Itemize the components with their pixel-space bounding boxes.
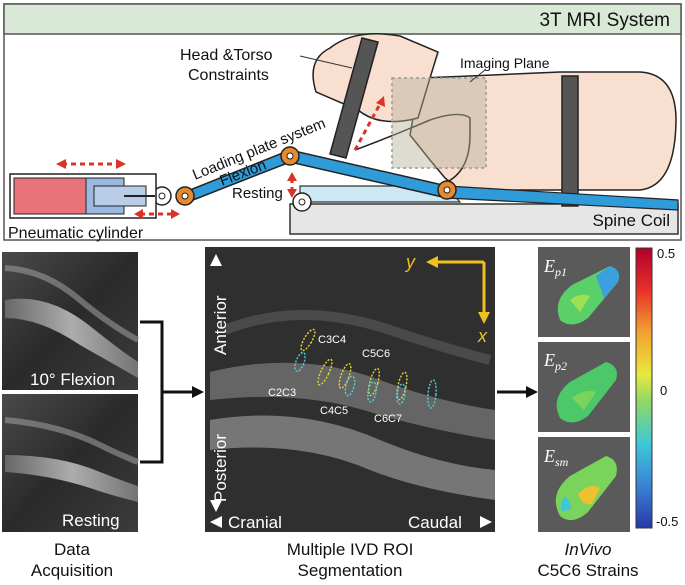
posterior-label: Posterior [211, 434, 230, 502]
header-bar [3, 3, 682, 35]
caudal-label: Caudal [408, 513, 462, 532]
imaging-plane-label: Imaging Plane [460, 55, 550, 71]
roi-label-c6c7: C6C7 [374, 413, 402, 425]
acquisition-panel: 10° Flexion Resting Data Acquisition [2, 252, 204, 580]
imaging-plane-pointer [469, 69, 486, 83]
hinge-pins [152, 146, 457, 212]
constraints-pointer [299, 55, 353, 69]
resting-label: Resting [232, 185, 283, 202]
coordinate-axes: y x [404, 252, 490, 346]
segmentation-caption-line1: Multiple IVD ROI [287, 540, 414, 559]
pneumatic-label: Pneumatic cylinder [8, 225, 144, 242]
constraints-label-line1: Head &Torso [180, 47, 273, 64]
roi-label-c2c3: C2C3 [268, 387, 296, 399]
cranial-label: Cranial [228, 513, 282, 532]
body-torso [409, 71, 677, 191]
body-neck-outline [354, 113, 471, 186]
roi-label-c3c4: C3C4 [318, 334, 346, 346]
anterior-arrow [210, 254, 222, 266]
axis-x-label: x [477, 326, 488, 346]
roi-labels: C2C3 C3C4 C4C5 C5C6 C6C7 [268, 334, 402, 425]
flexion-image-label: 10° Flexion [30, 370, 115, 389]
to-segmentation-arrow [192, 386, 204, 398]
axis-y-label: y [404, 252, 416, 272]
strains-caption-line2: C5C6 Strains [537, 561, 638, 580]
svg-text:Esm: Esm [543, 446, 569, 469]
svg-text:Ep2: Ep2 [543, 350, 567, 373]
roi-label-c5c6: C5C6 [362, 348, 390, 360]
pneumatic-cylinder [9, 173, 157, 219]
ep1-label-main: E [543, 256, 555, 276]
ep1-label-sub: p1 [554, 265, 567, 279]
caudal-arrow [480, 516, 492, 528]
ep2-label-main: E [543, 350, 555, 370]
svg-text:Ep1: Ep1 [543, 256, 567, 279]
colorbar [635, 247, 653, 529]
posterior-arrow [210, 500, 222, 512]
motion-arrowheads [56, 96, 385, 219]
colorbar-tick-zero: 0 [660, 383, 667, 398]
roi-outlines [294, 328, 437, 409]
constraints-label-line2: Constraints [188, 67, 269, 84]
imaging-plane [391, 77, 487, 169]
acquisition-caption-line1: Data [54, 540, 90, 559]
head-constraint-bar [329, 37, 379, 159]
esm-label-sub: sm [555, 455, 569, 469]
panel-title: 3T MRI System [539, 10, 670, 31]
merge-bracket [140, 320, 194, 464]
resting-image-label: Resting [62, 511, 120, 530]
segmentation-panel: C2C3 C3C4 C4C5 C5C6 C6C7 Anterior Poster… [205, 247, 538, 580]
ep2-label-sub: p2 [554, 359, 567, 373]
esm-label-main: E [543, 446, 555, 466]
roi-label-c4c5: C4C5 [320, 405, 348, 417]
colorbar-tick-max: 0.5 [657, 246, 675, 261]
spine-coil-label: Spine Coil [593, 211, 671, 230]
spine-coil [289, 203, 679, 235]
strains-caption-line1: InVivo [565, 540, 612, 559]
to-strains-arrow [526, 386, 538, 398]
strains-panel: Ep1 Ep2 Esm 0.5 0 -0.5 InVivo C5C6 Strai… [537, 246, 678, 580]
segmentation-caption-line2: Segmentation [298, 561, 403, 580]
acquisition-caption-line2: Acquisition [31, 561, 113, 580]
anterior-label: Anterior [211, 295, 230, 355]
torso-constraint-bar [561, 75, 579, 207]
cranial-arrow [210, 516, 222, 528]
colorbar-tick-min: -0.5 [656, 514, 678, 529]
mri-system-panel: 3T MRI System Spine Coil Resting Imaging… [3, 3, 682, 242]
